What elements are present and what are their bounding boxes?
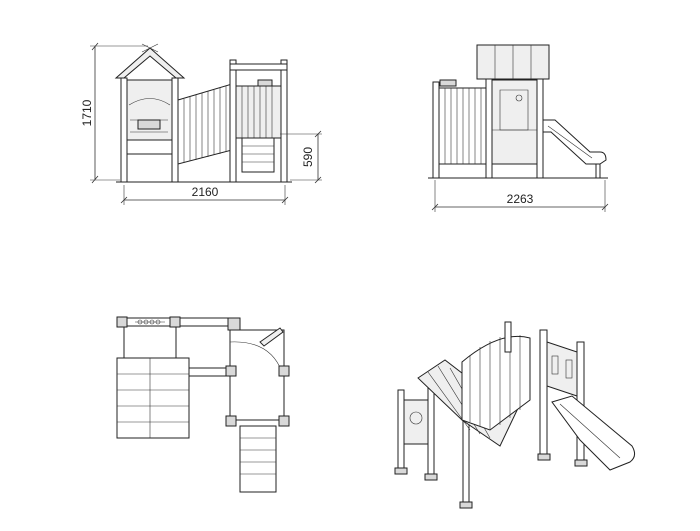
front-height-label: 1710 [80,99,94,126]
platform-height-label: 590 [301,147,315,167]
isometric-view [394,321,636,509]
side-elevation-view: 2263 [428,44,609,212]
side-width-label: 2263 [507,192,534,206]
bridge-slats [183,86,227,163]
front-width-label: 2160 [192,185,219,199]
front-elevation-view: 1710 2160 590 [80,42,322,205]
plan-view [116,316,290,493]
